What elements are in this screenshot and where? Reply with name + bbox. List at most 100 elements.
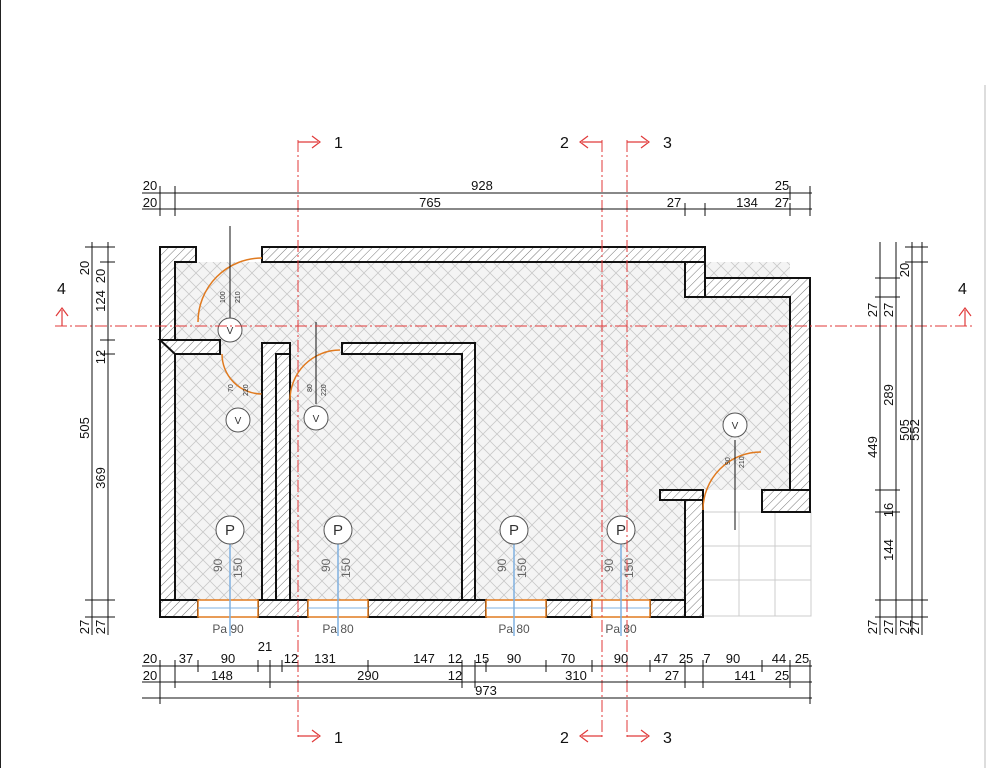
door-swing-room1 <box>221 353 263 395</box>
top-dim-2-a: 20 <box>143 195 157 210</box>
bot-dim-1-3: 12 <box>284 651 298 666</box>
right-dim-27a: 27 <box>865 303 880 317</box>
left-dim-369: 369 <box>93 467 108 489</box>
right-dim-27f: 27 <box>907 620 922 634</box>
door-3-width: 80 <box>307 384 314 392</box>
left-dim-12: 12 <box>93 350 108 364</box>
section-1-bottom: 1 <box>334 730 343 747</box>
wall-room2-left <box>275 353 291 601</box>
right-dim-27e: 27 <box>897 620 912 634</box>
left-dim-top: 20 <box>93 269 108 283</box>
sill-1: 90 <box>211 558 225 572</box>
door-labels: 100 210 70 220 80 220 90 210 <box>220 291 746 468</box>
height-4: 150 <box>622 558 636 578</box>
door-1-height: 210 <box>235 291 242 303</box>
bot-dim-1-2: 90 <box>221 651 235 666</box>
top-dim-2-b: 765 <box>419 195 441 210</box>
section-lines <box>55 140 975 738</box>
window-symbol-4: P <box>616 522 626 539</box>
bot-dim-1-6: 12 <box>448 651 462 666</box>
top-dim-1-c: 25 <box>775 178 789 193</box>
window-symbol-1: P <box>225 522 235 539</box>
left-dim-20: 20 <box>77 261 92 275</box>
section-3-top: 3 <box>663 135 672 152</box>
door-2-height: 220 <box>243 384 250 396</box>
top-dim-2-d: 134 <box>736 195 758 210</box>
right-dimension-lines <box>875 242 928 635</box>
window-label-3: Pa 80 <box>498 622 530 636</box>
section-2-bottom: 2 <box>560 730 569 747</box>
bot-dim-1-16: 25 <box>795 651 809 666</box>
section-1-top: 1 <box>334 135 343 152</box>
right-dim-449: 449 <box>865 436 880 458</box>
wall-bath-right <box>761 489 811 513</box>
bot-dim-1-11: 47 <box>654 651 668 666</box>
vent-3: V <box>313 414 320 425</box>
wall-outer-bottom-3 <box>367 599 487 618</box>
bot-dim-1-8: 90 <box>507 651 521 666</box>
bot-dim-2-2: 290 <box>357 668 379 683</box>
door-4-width: 90 <box>725 457 732 465</box>
right-dim-27b: 27 <box>865 620 880 634</box>
left-dim-505: 505 <box>77 417 92 439</box>
bot-dim-2-3: 12 <box>448 668 462 683</box>
wall-outer-bottom-4 <box>545 599 593 618</box>
right-dim-505: 505 <box>897 419 912 441</box>
sill-2: 90 <box>319 558 333 572</box>
door-swing-bath <box>702 451 762 511</box>
bot-dim-2-5: 27 <box>665 668 679 683</box>
window-label-2: Pa 80 <box>322 622 354 636</box>
window-label-4: Pa 80 <box>605 622 637 636</box>
top-dim-1-a: 20 <box>143 178 157 193</box>
top-dim-2-e: 27 <box>775 195 789 210</box>
right-dim-27d: 27 <box>881 620 896 634</box>
bottom-dimension-lines <box>142 660 812 704</box>
wall-room2 <box>341 342 476 601</box>
section-arrows <box>55 135 972 743</box>
right-dim-289: 289 <box>881 384 896 406</box>
section-4-right: 4 <box>958 281 967 298</box>
walls <box>157 246 811 618</box>
right-dim-27c: 27 <box>881 303 896 317</box>
right-dim-20: 20 <box>897 263 912 277</box>
left-dimension-lines <box>85 242 115 635</box>
right-dim-552: 552 <box>907 419 922 441</box>
height-3: 150 <box>515 558 529 578</box>
top-dimension-lines <box>142 186 812 216</box>
door-swings <box>197 257 762 511</box>
height-2: 150 <box>339 558 353 578</box>
door-2-width: 70 <box>228 384 235 392</box>
window-markers: P P P P 90 150 90 150 90 150 90 150 Pa 9… <box>211 515 637 636</box>
bot-dim-2-0: 20 <box>143 668 157 683</box>
bot-dim-1-12: 25 <box>679 651 693 666</box>
vent-4: V <box>732 421 739 432</box>
wall-top-notch <box>684 261 706 298</box>
bot-dim-2-4: 310 <box>565 668 587 683</box>
bot-dim-2-1: 148 <box>211 668 233 683</box>
bot-dim-2-7: 25 <box>775 668 789 683</box>
right-dimensions: 449 27 27 289 16 144 27 27 20 505 27 552… <box>865 263 922 634</box>
section-4-left: 4 <box>57 281 66 298</box>
wall-bath-left <box>684 489 704 618</box>
sill-4: 90 <box>602 558 616 572</box>
bot-dim-1-14: 90 <box>726 651 740 666</box>
left-dim-27a: 27 <box>77 620 92 634</box>
door-4-height: 210 <box>739 456 746 468</box>
top-dim-1-b: 928 <box>471 178 493 193</box>
section-3-bottom: 3 <box>663 730 672 747</box>
sill-3: 90 <box>495 558 509 572</box>
door-1-width: 100 <box>220 291 227 303</box>
tiled-floor <box>702 511 812 617</box>
wall-outer-bottom-2 <box>257 599 309 618</box>
window-symbol-3: P <box>509 522 519 539</box>
section-2-top: 2 <box>560 135 569 152</box>
top-dimensions: 20 928 25 20 765 27 134 27 <box>143 178 789 210</box>
bot-dim-1-7: 15 <box>475 651 489 666</box>
wall-hall-left <box>157 339 221 355</box>
top-dim-2-c: 27 <box>667 195 681 210</box>
vent-1: V <box>227 326 234 337</box>
wall-bath-top <box>659 489 704 501</box>
bot-dim-1-13: 7 <box>703 651 710 666</box>
bot-dim-total: 973 <box>475 683 497 698</box>
